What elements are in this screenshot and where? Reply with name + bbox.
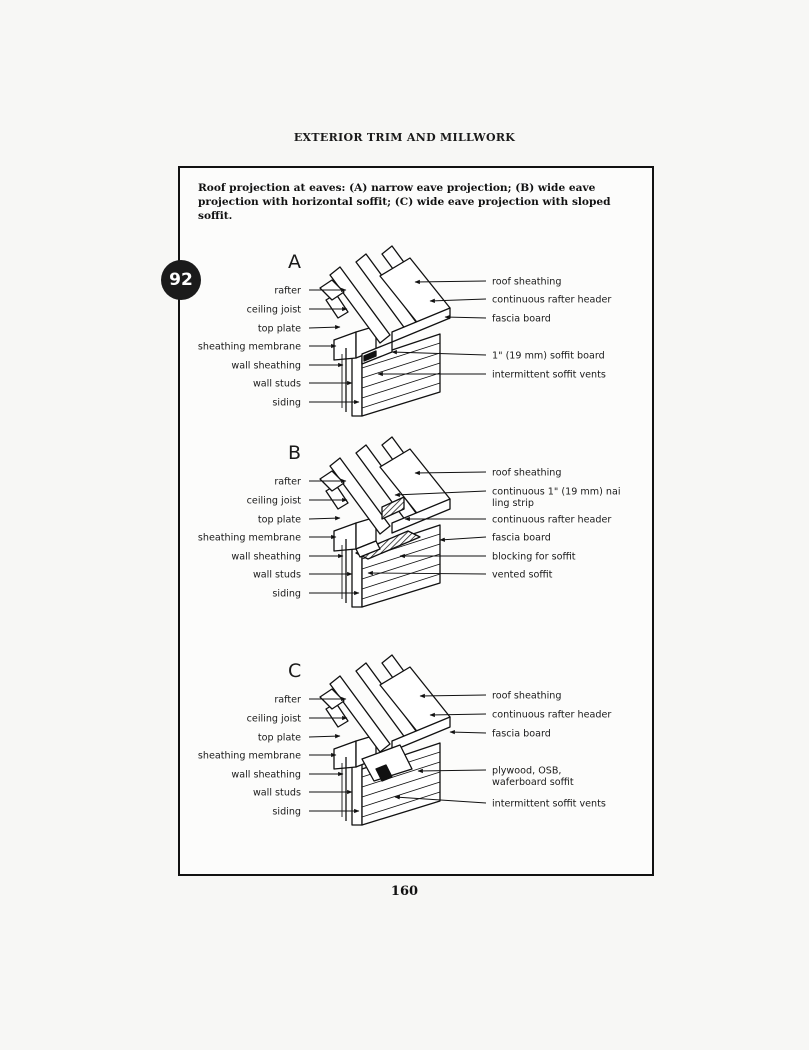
- left-callout-label: ceiling joist: [247, 305, 302, 316]
- left-callout-label: rafter: [274, 477, 301, 488]
- page-number: 160: [390, 884, 419, 899]
- figure-caption: Roof projection at eaves: (A) narrow eav…: [198, 182, 611, 222]
- left-callout-label: wall sheathing: [231, 552, 301, 563]
- right-callout-label: vented soffit: [492, 570, 553, 581]
- left-callout-label: top plate: [258, 733, 301, 744]
- right-callout-label: blocking for soffit: [492, 552, 576, 563]
- right-callout-label: roof sheathing: [492, 468, 561, 479]
- callout-leader: [414, 279, 487, 285]
- callout-leader: [308, 733, 341, 739]
- left-callout-label: sheathing membrane: [198, 533, 301, 544]
- left-callout-label: wall sheathing: [231, 361, 301, 372]
- callout-leader: [394, 490, 487, 497]
- callout-leader: [367, 570, 487, 576]
- left-callout-label: wall studs: [253, 570, 301, 581]
- panel-letter: C: [288, 660, 301, 682]
- left-callout-label: ceiling joist: [247, 714, 302, 725]
- left-callout-label: ceiling joist: [247, 496, 302, 507]
- callout-leader: [308, 515, 341, 521]
- right-callout-label: continuous rafter header: [492, 295, 611, 306]
- right-callout-label: fascia board: [492, 314, 551, 325]
- left-callout-label: wall studs: [253, 788, 301, 799]
- left-callout-label: siding: [272, 589, 301, 600]
- left-callout-label: top plate: [258, 515, 301, 526]
- callout-leader: [419, 693, 487, 699]
- right-callout-label: continuous rafter header: [492, 710, 611, 721]
- left-callout-label: top plate: [258, 324, 301, 335]
- figure-number-badge: 92: [161, 260, 201, 300]
- left-callout-label: wall studs: [253, 379, 301, 390]
- right-callout-label: plywood, OSB,waferboard soffit: [492, 766, 574, 789]
- right-callout-label: fascia board: [492, 729, 551, 740]
- left-callout-label: siding: [272, 807, 301, 818]
- callout-leader: [394, 795, 487, 804]
- callout-leader: [449, 729, 487, 735]
- panel-letter: A: [288, 251, 301, 273]
- callout-leader: [439, 536, 487, 542]
- callout-leader: [417, 768, 487, 774]
- right-callout-label: intermittent soffit vents: [492, 799, 606, 810]
- panel-letter: B: [288, 442, 301, 464]
- right-callout-label: fascia board: [492, 533, 551, 544]
- callout-leader: [414, 470, 487, 476]
- left-callout-label: siding: [272, 398, 301, 409]
- right-callout-label: roof sheathing: [492, 691, 561, 702]
- callout-leader: [308, 324, 341, 330]
- right-callout-label: roof sheathing: [492, 277, 561, 288]
- callout-leader: [391, 349, 487, 356]
- left-callout-label: sheathing membrane: [198, 342, 301, 353]
- right-callout-label: intermittent soffit vents: [492, 370, 606, 381]
- right-callout-label: continuous rafter header: [492, 515, 611, 526]
- left-callout-label: rafter: [274, 695, 301, 706]
- right-callout-label: 1" (19 mm) soffit board: [492, 351, 605, 362]
- left-callout-label: wall sheathing: [231, 770, 301, 781]
- callout-leader: [444, 314, 487, 320]
- left-callout-label: sheathing membrane: [198, 751, 301, 762]
- callout-leader: [429, 298, 487, 303]
- left-callout-label: rafter: [274, 286, 301, 297]
- running-head: EXTERIOR TRIM AND MILLWORK: [293, 131, 516, 144]
- callout-leader: [429, 712, 487, 718]
